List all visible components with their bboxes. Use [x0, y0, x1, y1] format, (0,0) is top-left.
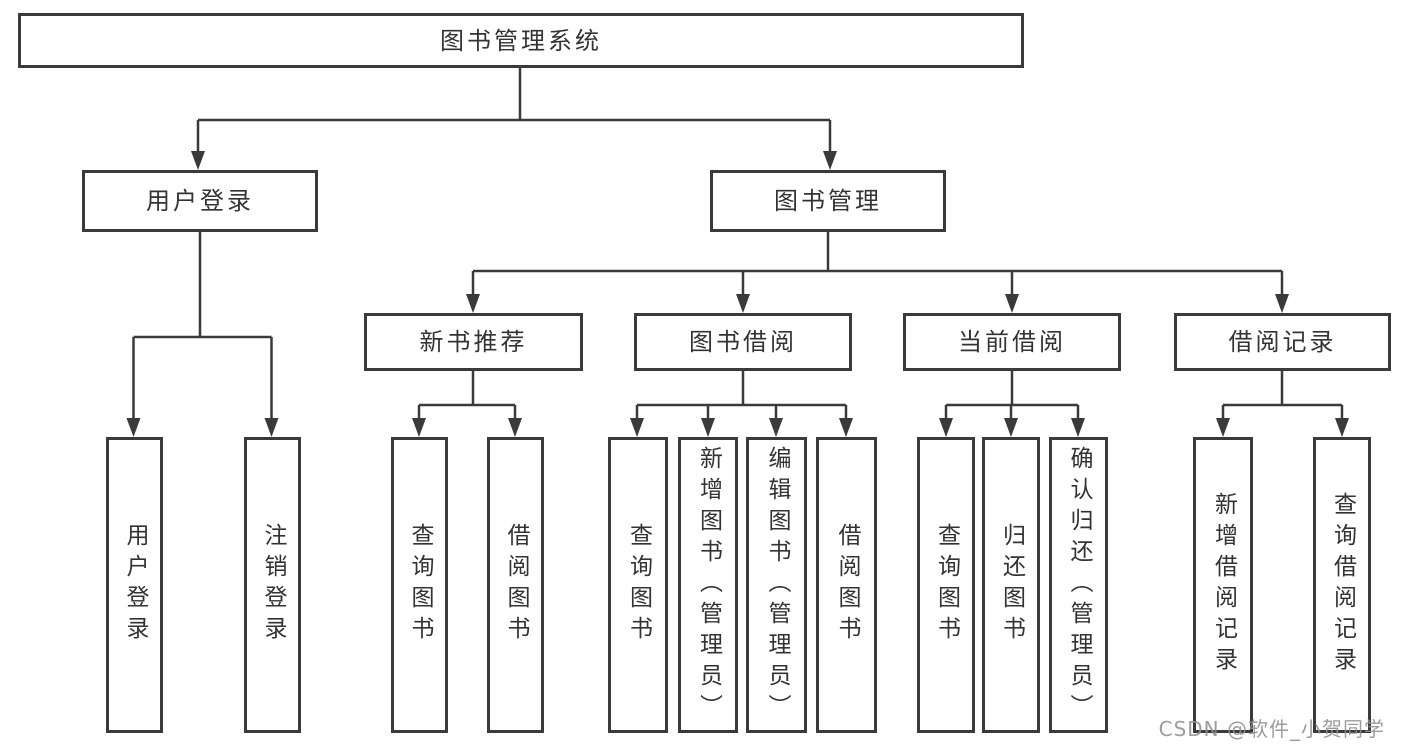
leaf-borrow-books: 借阅图书	[816, 437, 877, 733]
leaf-borrow-books-recommend: 借阅图书	[487, 437, 544, 733]
node-book-borrowing: 图书借阅	[634, 313, 852, 371]
leaf-label: 确认归还（管理员）	[1066, 445, 1092, 725]
leaf-return-books: 归还图书	[982, 437, 1040, 733]
leaf-query-books-current: 查询图书	[917, 437, 975, 733]
node-library-management-system: 图书管理系统	[18, 13, 1024, 68]
node-label: 借阅记录	[1228, 328, 1337, 356]
leaf-label: 新增借阅记录	[1210, 492, 1237, 678]
node-user-login-branch: 用户登录	[82, 170, 318, 232]
leaf-query-borrow-record: 查询借阅记录	[1313, 437, 1371, 733]
leaf-query-books-borrow: 查询图书	[608, 437, 668, 733]
node-label: 当前借阅	[958, 328, 1066, 356]
node-borrowing-records: 借阅记录	[1174, 313, 1391, 371]
node-label: 用户登录	[146, 187, 254, 215]
leaf-edit-book-admin: 编辑图书（管理员）	[746, 437, 807, 733]
leaf-label: 借阅图书	[834, 523, 860, 647]
node-new-book-recommendation: 新书推荐	[364, 313, 583, 371]
node-label: 图书管理系统	[440, 26, 602, 55]
leaf-label: 编辑图书（管理员）	[764, 445, 790, 725]
node-book-management: 图书管理	[710, 170, 946, 232]
leaf-label: 查询图书	[407, 523, 433, 647]
leaf-confirm-return-admin: 确认归还（管理员）	[1049, 437, 1108, 733]
leaf-add-borrow-record: 新增借阅记录	[1193, 437, 1253, 733]
node-label: 图书管理	[774, 187, 882, 215]
leaf-label: 借阅图书	[503, 523, 529, 647]
leaf-user-login: 用户登录	[106, 437, 163, 733]
csdn-watermark: CSDN @软件_小贺同学	[1158, 717, 1385, 741]
leaf-label: 归还图书	[998, 523, 1025, 647]
node-label: 图书借阅	[689, 328, 797, 356]
leaf-label: 查询图书	[625, 523, 652, 647]
leaf-query-books-recommend: 查询图书	[391, 437, 448, 733]
leaf-label: 注销登录	[260, 523, 286, 647]
leaf-label: 查询借阅记录	[1329, 492, 1356, 678]
leaf-logout: 注销登录	[244, 437, 301, 733]
node-label: 新书推荐	[419, 328, 528, 356]
arrowheads	[126, 151, 1349, 437]
node-current-borrowing: 当前借阅	[903, 313, 1121, 371]
leaf-label: 用户登录	[122, 523, 148, 647]
leaf-label: 新增图书（管理员）	[695, 445, 722, 725]
leaf-add-book-admin: 新增图书（管理员）	[678, 437, 738, 733]
leaf-label: 查询图书	[933, 523, 960, 647]
